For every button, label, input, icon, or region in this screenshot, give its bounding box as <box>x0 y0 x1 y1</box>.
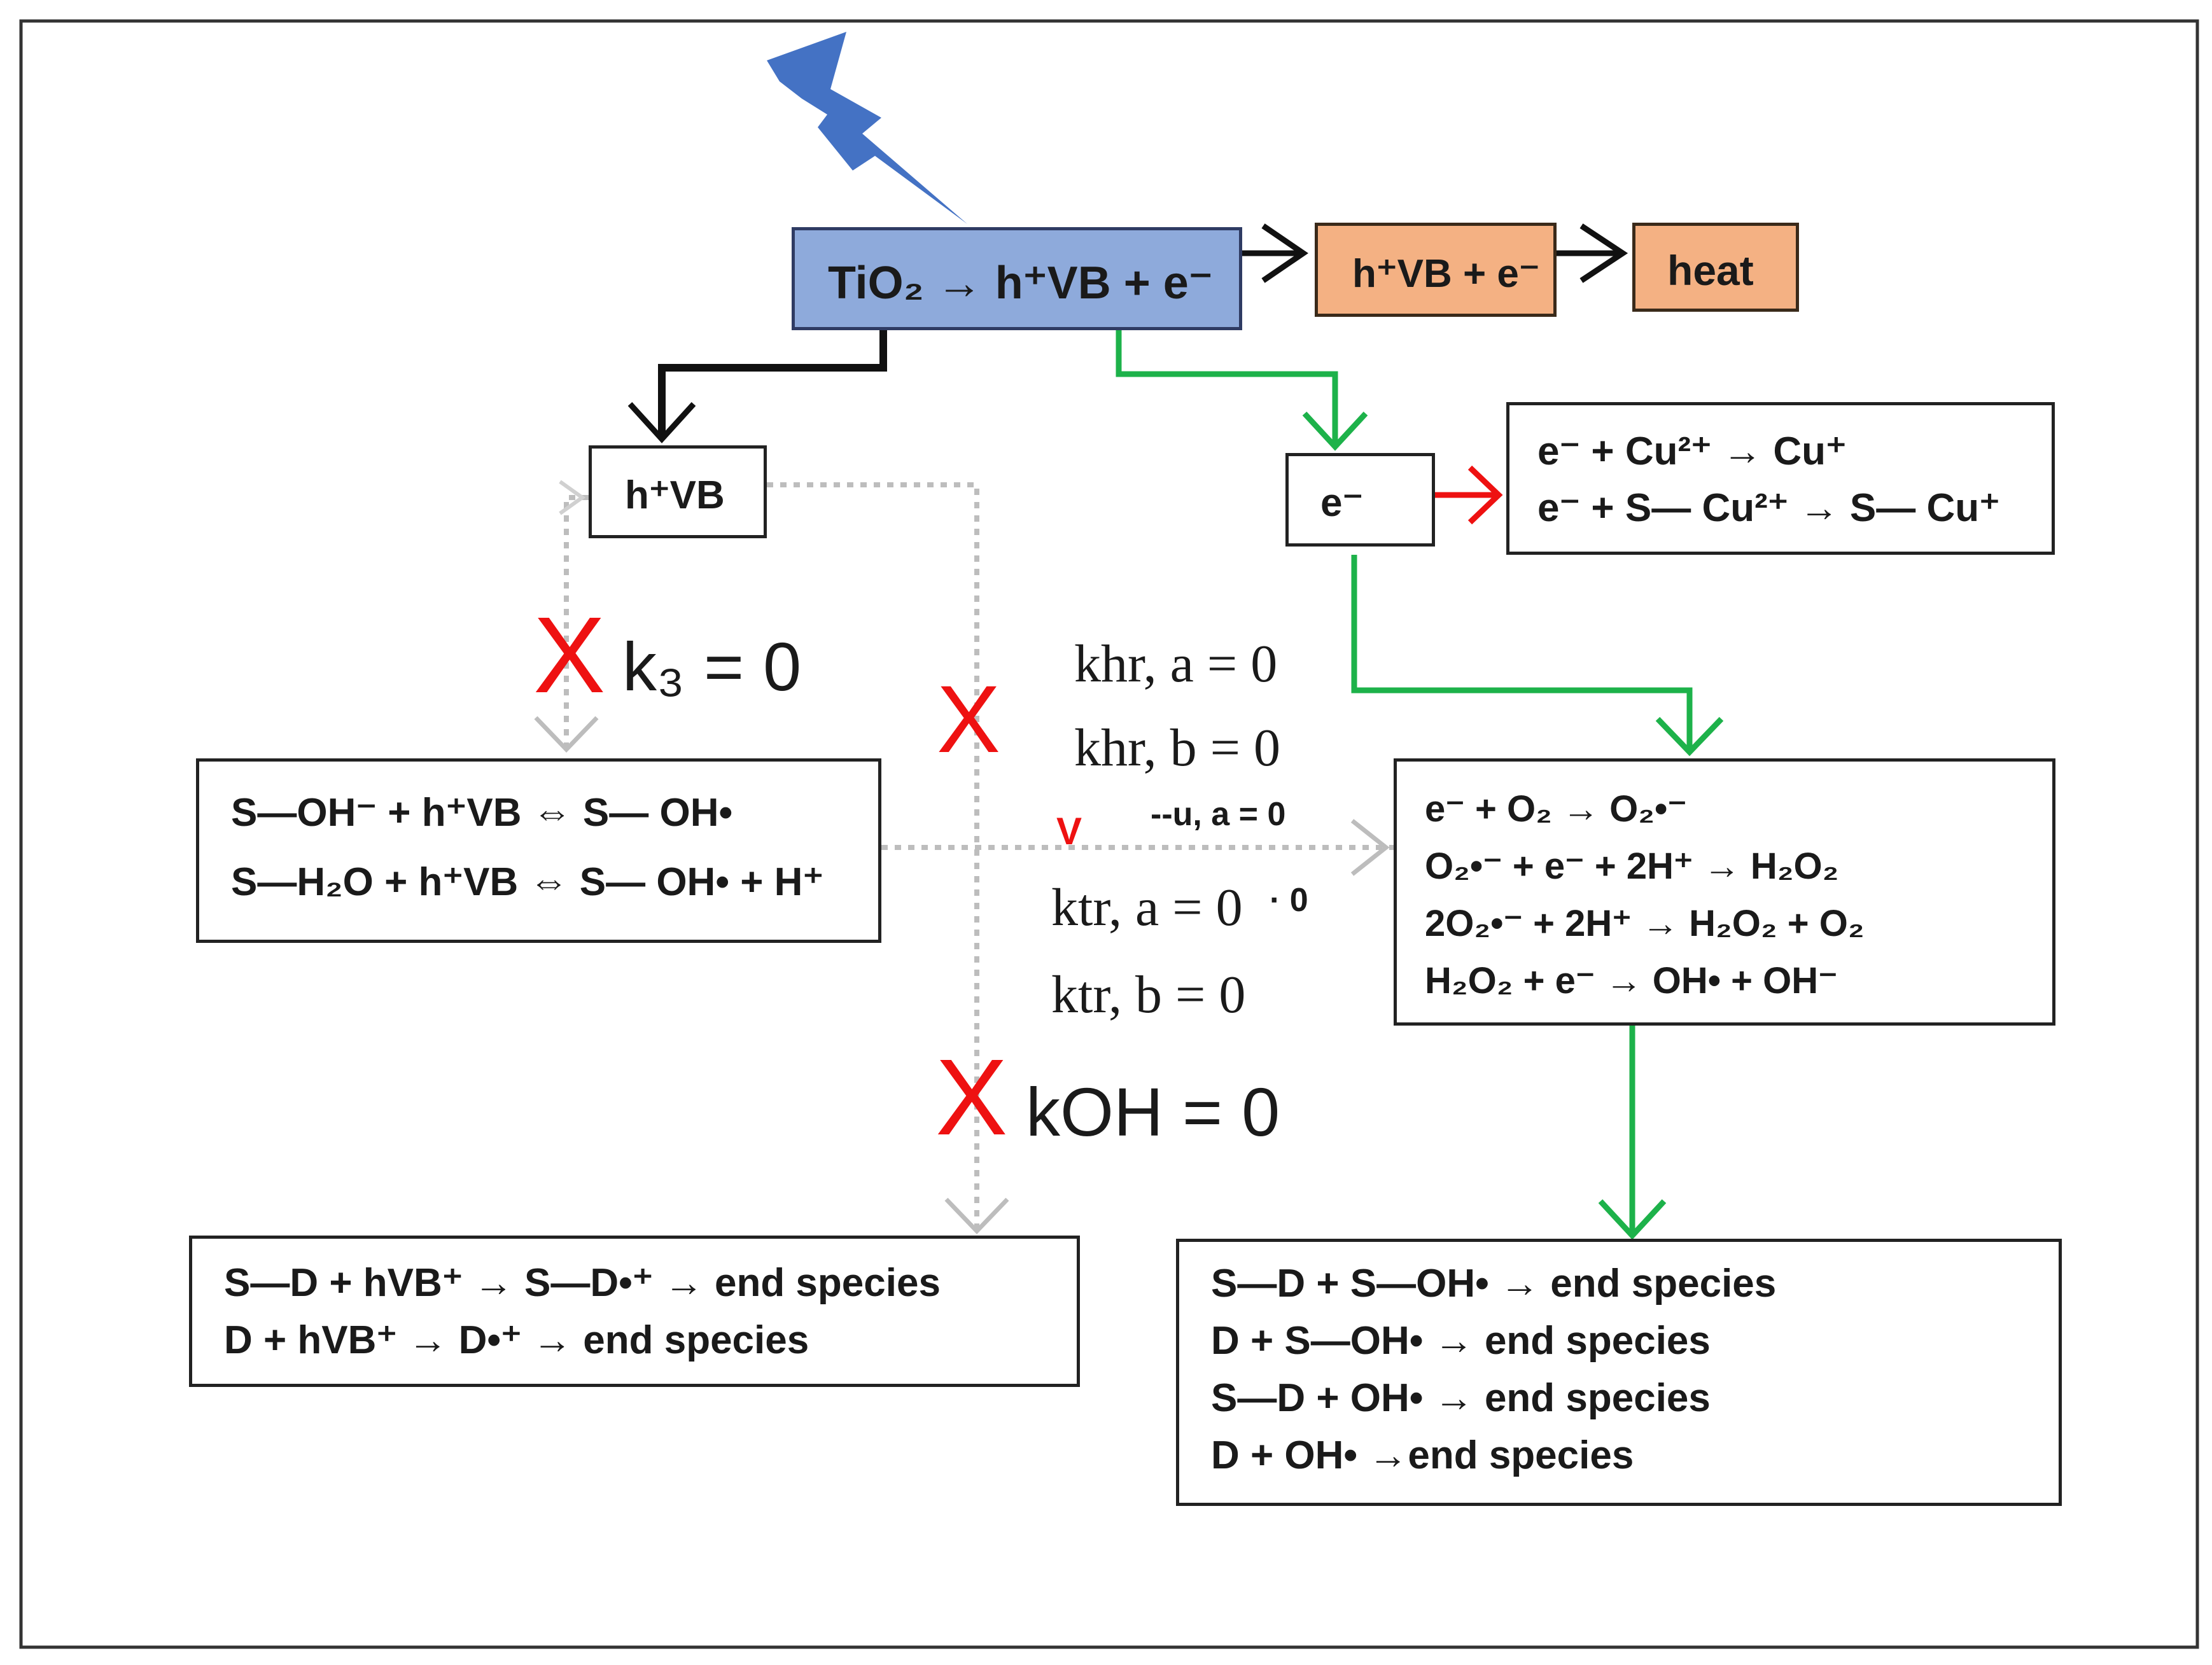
rate-khr-a-label: khr, a = 0 <box>1074 634 1278 693</box>
arrow-tio2-to-hole <box>658 330 887 438</box>
outer-frame <box>19 19 2199 1649</box>
arrowhead-blocked-surface-to-oxygen <box>1350 819 1390 876</box>
arrowhead-oxygen-to-radical <box>1598 1199 1667 1240</box>
arrowhead-tio2-to-electron <box>1302 411 1368 451</box>
cross-koh-mark: X <box>935 1037 1008 1158</box>
recombination-label: h⁺VB + e⁻ <box>1352 252 1540 296</box>
light-bolt-icon <box>767 32 967 224</box>
cross-k3-mark: X <box>533 595 606 716</box>
arrowhead-blocked-hole-entry <box>559 480 586 515</box>
arrowhead-blocked-hole-to-direct <box>944 1197 1009 1235</box>
tio2-excitation-label: TiO₂ → h⁺VB + e⁻ <box>828 258 1213 309</box>
hole-box: h⁺VB <box>589 445 767 538</box>
hole-label: h⁺VB <box>625 473 725 517</box>
rate-ktr-a-label: ktr, a = 0 <box>1051 878 1243 937</box>
arrowhead-blocked-hole-to-surface <box>534 716 599 753</box>
arrowhead-tio2-to-recomb <box>1261 223 1308 283</box>
arrow-electron-to-oxygen <box>1351 555 1693 751</box>
electron-box: e⁻ <box>1285 453 1435 547</box>
copper-reaction-2: e⁻ + S— Cu²⁺ → S— Cu⁺ <box>1537 486 2000 530</box>
blocked-path-hole-to-direct <box>767 482 979 1229</box>
copper-reaction-1: e⁻ + Cu²⁺ → Cu⁺ <box>1537 429 1847 473</box>
obscured-rate-fragment: --u, a = 0 <box>1151 796 1286 833</box>
arrowhead-electron-to-cu <box>1467 465 1503 525</box>
arrowhead-tio2-to-hole <box>627 401 696 443</box>
partial-cross-mark: V <box>1056 810 1082 853</box>
arrow-tio2-to-electron <box>1116 330 1338 445</box>
radical-oxidation-reaction-1: S—D + S—OH• → end species <box>1211 1262 1777 1306</box>
radical-oxidation-reaction-4: D + OH• →end species <box>1211 1433 1634 1477</box>
radical-oxidation-reaction-2: D + S—OH• → end species <box>1211 1319 1711 1363</box>
arrowhead-recomb-to-heat <box>1579 223 1628 283</box>
direct-oxidation-reaction-1: S—D + hVB⁺ → S—D•⁺ → end species <box>224 1261 941 1305</box>
rate-k3-label: k₃ = 0 <box>622 628 802 705</box>
oxygen-reaction-1: e⁻ + O₂ → O₂•⁻ <box>1425 788 1687 830</box>
copper-reduction-box: e⁻ + Cu²⁺ → Cu⁺ e⁻ + S— Cu²⁺ → S— Cu⁺ <box>1506 402 2055 555</box>
cross-khr-mark: X <box>937 665 1001 772</box>
direct-oxidation-box: S—D + hVB⁺ → S—D•⁺ → end species D + hVB… <box>189 1236 1080 1387</box>
radical-oxidation-reaction-3: S—D + OH• → end species <box>1211 1376 1711 1420</box>
surface-hydroxyl-reaction-2: S—H₂O + h⁺VB ⇔ S— OH• + H⁺ <box>231 860 824 904</box>
surface-hydroxyl-reaction-1: S—OH⁻ + h⁺VB ⇔ S— OH• <box>231 791 733 835</box>
tio2-excitation-box: TiO₂ → h⁺VB + e⁻ <box>792 227 1242 330</box>
oxygen-reaction-4: H₂O₂ + e⁻ → OH• + OH⁻ <box>1425 960 1838 1001</box>
heat-label: heat <box>1667 247 1754 294</box>
rate-ktr-b-label: ktr, b = 0 <box>1051 965 1246 1024</box>
heat-box: heat <box>1632 223 1799 312</box>
electron-label: e⁻ <box>1320 481 1364 525</box>
direct-oxidation-reaction-2: D + hVB⁺ → D•⁺ → end species <box>224 1318 809 1362</box>
radical-oxidation-box: S—D + S—OH• → end species D + S—OH• → en… <box>1176 1239 2062 1506</box>
surface-hydroxyl-box: S—OH⁻ + h⁺VB ⇔ S— OH• S—H₂O + h⁺VB ⇔ S— … <box>196 758 881 943</box>
rate-koh-label: kOH = 0 <box>1026 1073 1280 1150</box>
oxygen-reduction-box: e⁻ + O₂ → O₂•⁻ O₂•⁻ + e⁻ + 2H⁺ → H₂O₂ 2O… <box>1394 758 2055 1026</box>
obscured-rate-fragment-2: · 0 <box>1270 882 1308 919</box>
oxygen-reaction-2: O₂•⁻ + e⁻ + 2H⁺ → H₂O₂ <box>1425 846 1839 887</box>
oxygen-reaction-3: 2O₂•⁻ + 2H⁺ → H₂O₂ + O₂ <box>1425 903 1865 944</box>
arrowhead-electron-to-oxygen <box>1655 716 1724 756</box>
recombination-box: h⁺VB + e⁻ <box>1315 223 1557 317</box>
rate-khr-b-label: khr, b = 0 <box>1074 718 1280 777</box>
blocked-path-hole-to-surface <box>564 495 589 748</box>
